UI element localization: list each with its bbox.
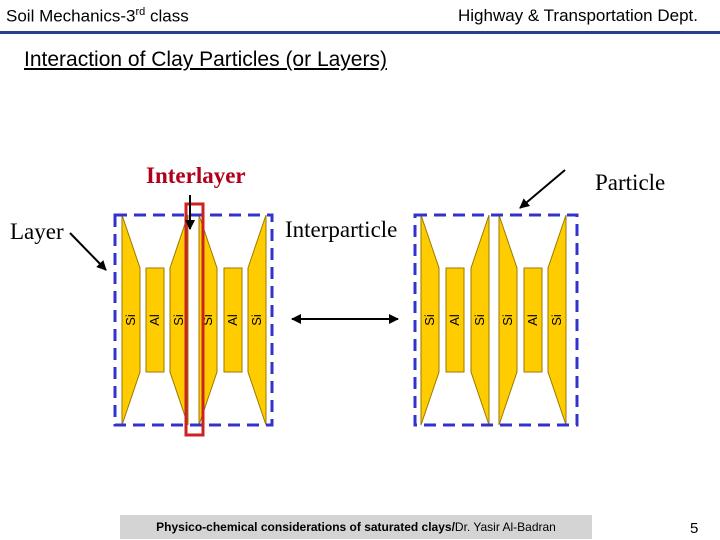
particle-arrow: [520, 170, 565, 208]
layer-label: Layer: [10, 219, 64, 245]
sheet-label: Si: [171, 314, 186, 326]
sheet-label: Si: [549, 314, 564, 326]
interparticle-label: Interparticle: [285, 217, 397, 243]
sheet-label: Si: [422, 314, 437, 326]
footer-topic: Physico-chemical considerations of satur…: [156, 520, 455, 534]
page-number: 5: [690, 520, 698, 537]
sheet-label: Si: [249, 314, 264, 326]
right-particle-sheets: Si Al Si Si Al Si: [421, 215, 566, 425]
sheet-label: Si: [123, 314, 138, 326]
sheet-label: Al: [225, 314, 240, 326]
sheet-label: Al: [525, 314, 540, 326]
sheet-label: Al: [447, 314, 462, 326]
sheet-label: Si: [472, 314, 487, 326]
sheet-label: Al: [147, 314, 162, 326]
interlayer-label: Interlayer: [146, 163, 246, 189]
particle-label: Particle: [595, 170, 665, 196]
sheet-label: Si: [500, 314, 515, 326]
footer-author: Dr. Yasir Al-Badran: [455, 520, 556, 534]
footer-bar: Physico-chemical considerations of satur…: [120, 515, 592, 539]
layer-arrow: [70, 233, 106, 270]
